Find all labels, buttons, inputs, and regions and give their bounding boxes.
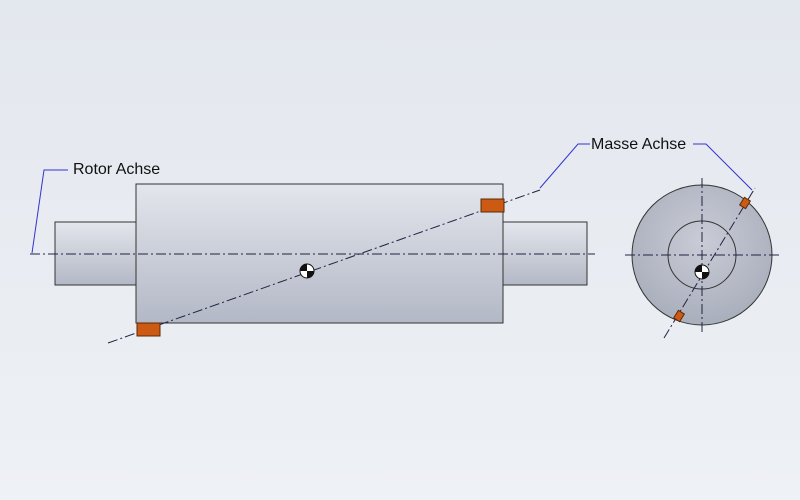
mass-axis-label: Masse Achse <box>591 136 686 153</box>
mass-axis-leader-left <box>539 143 590 189</box>
mass-axis-leader-right <box>693 143 753 191</box>
unbalance-weight-bottom <box>136 322 161 337</box>
mass-axis-line <box>107 189 541 344</box>
rotor-axis-label: Rotor Achse <box>73 161 160 178</box>
unbalance-weight-top <box>480 198 505 213</box>
end-view-weight-top <box>738 196 752 210</box>
end-view-weight-bottom <box>672 309 686 323</box>
center-of-gravity-icon <box>694 264 710 280</box>
center-of-gravity-icon <box>299 263 315 279</box>
rotor-axis-leader <box>31 169 68 254</box>
end-view-mass-axis-line <box>663 187 756 339</box>
